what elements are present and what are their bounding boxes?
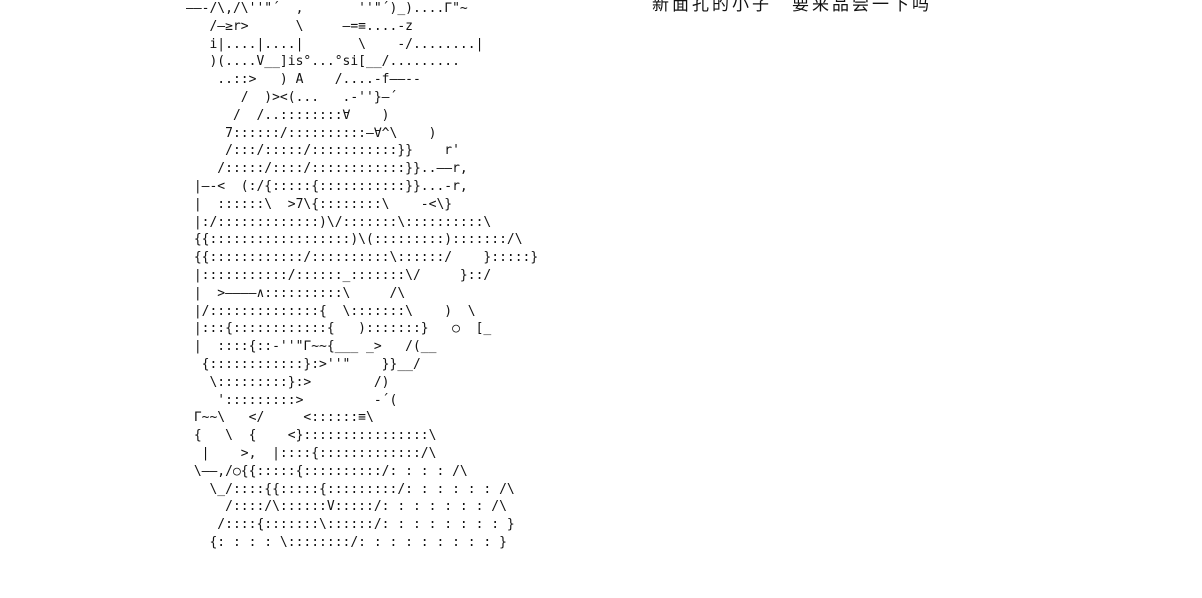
caption-text: 新面孔的小子 要来品尝一下吗 <box>652 0 932 15</box>
ascii-art: ――-/\,/\''"´ , ''"´)_)....Γ"~ /―≥r> \ ―=… <box>186 1 539 550</box>
